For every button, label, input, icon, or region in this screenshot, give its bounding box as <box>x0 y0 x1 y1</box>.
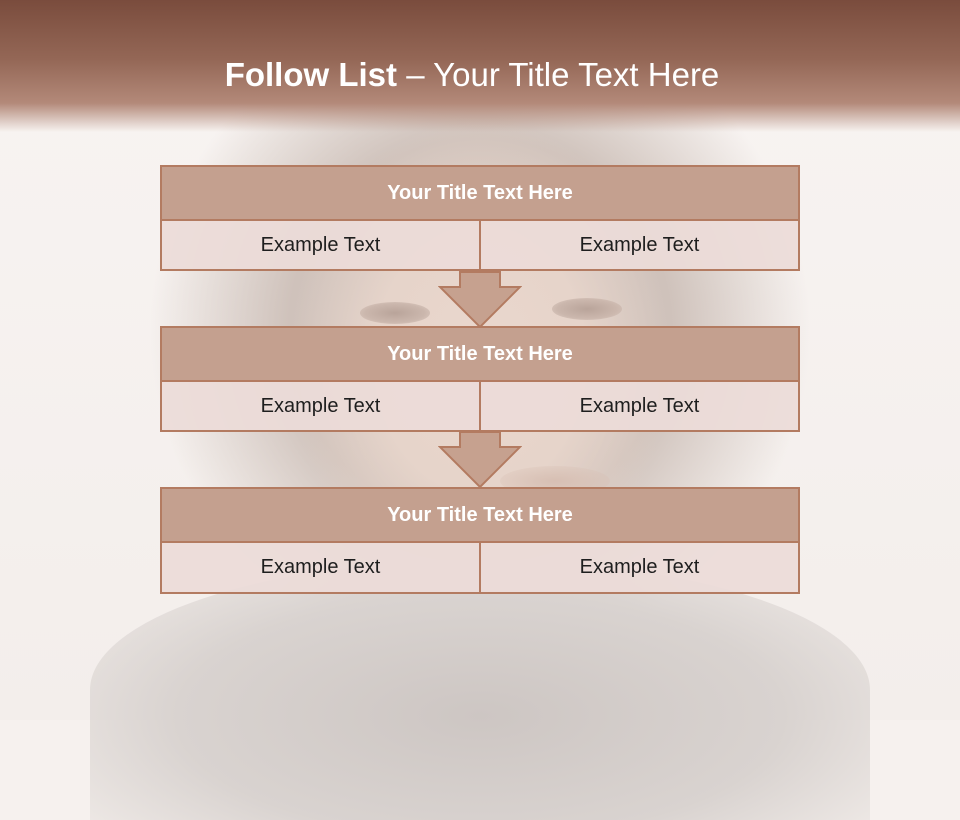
step-left-cell: Example Text <box>162 382 479 430</box>
step-heading: Your Title Text Here <box>160 487 800 543</box>
step-left-cell: Example Text <box>162 543 479 592</box>
step-block-3: Your Title Text Here Example Text Exampl… <box>160 487 800 594</box>
background-shoulders <box>90 560 870 820</box>
step-right-cell: Example Text <box>479 543 798 592</box>
down-arrow-icon <box>438 271 522 329</box>
slide-title: Follow List – Your Title Text Here <box>0 56 944 94</box>
background-left-eye <box>360 302 430 324</box>
step-right-cell: Example Text <box>479 221 798 269</box>
background-right-eye <box>552 298 622 320</box>
step-right-cell: Example Text <box>479 382 798 430</box>
down-arrow-icon <box>438 431 522 489</box>
step-heading: Your Title Text Here <box>160 165 800 221</box>
step-heading: Your Title Text Here <box>160 326 800 382</box>
step-row: Example Text Example Text <box>160 382 800 432</box>
title-banner <box>0 0 960 132</box>
step-left-cell: Example Text <box>162 221 479 269</box>
step-block-1: Your Title Text Here Example Text Exampl… <box>160 165 800 271</box>
step-row: Example Text Example Text <box>160 221 800 271</box>
step-row: Example Text Example Text <box>160 543 800 594</box>
slide-title-bold: Follow List <box>224 56 398 93</box>
slide-title-rest: – Your Title Text Here <box>397 56 720 93</box>
step-block-2: Your Title Text Here Example Text Exampl… <box>160 326 800 432</box>
